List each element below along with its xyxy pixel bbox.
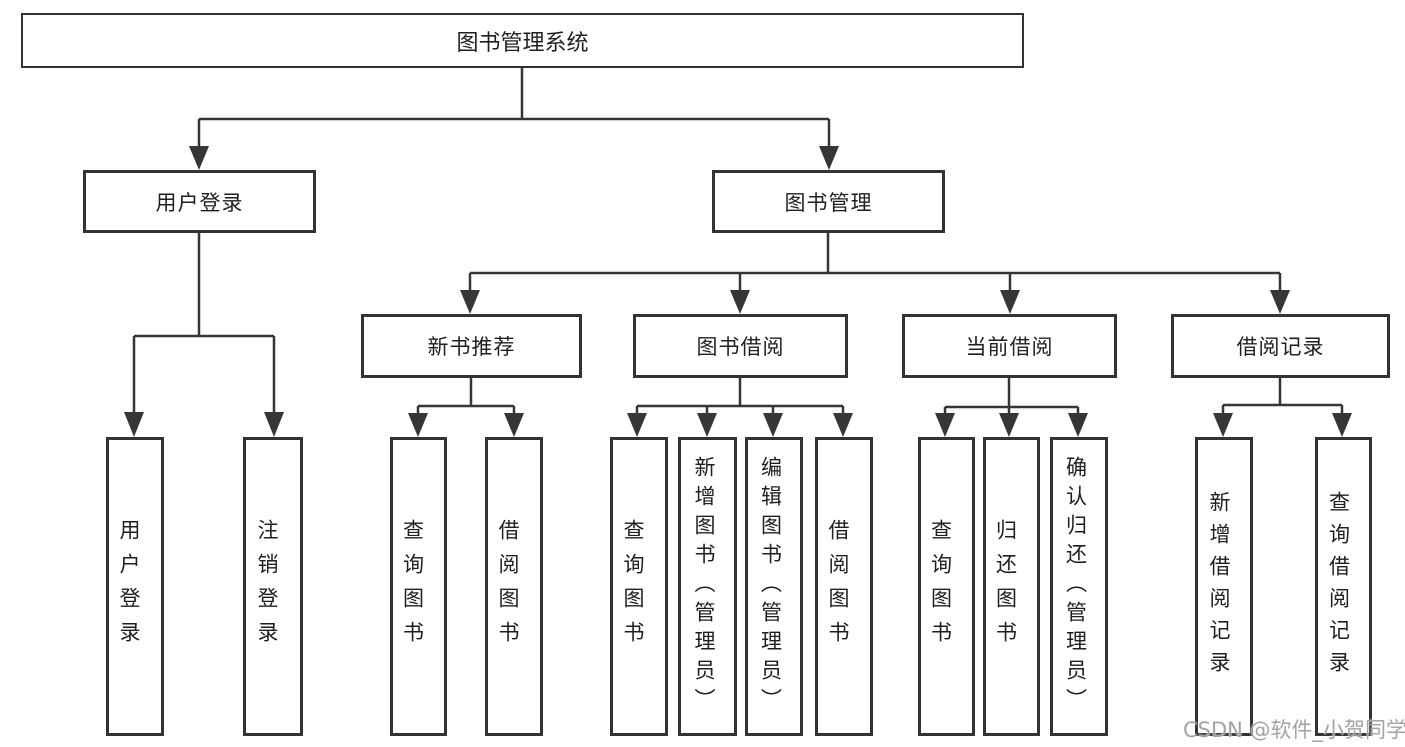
- node-label: 用户登录: [155, 190, 244, 215]
- node-label: 图书管理系统: [456, 30, 589, 56]
- node-label: 编辑图书（管理员）: [758, 456, 783, 717]
- node-label: 图书管理: [784, 190, 873, 215]
- node-borrow-records: 借阅记录: [1171, 314, 1390, 378]
- node-user-login: 用户登录: [83, 170, 316, 233]
- node-label: 查询图书: [928, 518, 953, 655]
- leaf-edit-books-admin: 编辑图书（管理员）: [745, 437, 803, 736]
- leaf-return-books: 归还图书: [983, 437, 1040, 736]
- node-book-management: 图书管理: [712, 170, 945, 233]
- arrowheads: [124, 146, 1352, 437]
- node-label: 当前借阅: [965, 335, 1054, 359]
- node-label: 查询图书: [621, 518, 645, 655]
- leaf-query-borrow-record: 查询借阅记录: [1315, 437, 1372, 736]
- node-label: 借阅图书: [826, 518, 850, 655]
- csdn-watermark: CSDN @软件_小贺同学: [1183, 718, 1405, 742]
- node-label: 用户登录: [117, 518, 141, 655]
- leaf-query-books-current: 查询图书: [918, 437, 975, 736]
- leaf-borrow-books: 借阅图书: [815, 437, 873, 736]
- leaf-add-borrow-record: 新增借阅记录: [1195, 437, 1253, 736]
- node-label: 图书借阅: [696, 335, 785, 359]
- node-label: 借阅图书: [496, 518, 520, 655]
- leaf-user-login: 用户登录: [106, 437, 164, 736]
- leaf-confirm-return-admin: 确认归还（管理员）: [1050, 437, 1108, 736]
- node-library-management-system: 图书管理系统: [21, 13, 1024, 68]
- leaf-query-books-recommend: 查询图书: [390, 437, 447, 736]
- node-label: 注销登录: [255, 518, 279, 655]
- node-new-book-recommend: 新书推荐: [361, 314, 582, 378]
- leaf-borrow-books-recommend: 借阅图书: [485, 437, 543, 736]
- node-label: 归还图书: [993, 518, 1018, 655]
- leaf-add-books-admin: 新增图书（管理员）: [678, 437, 737, 736]
- node-label: 新增图书（管理员）: [692, 456, 716, 717]
- leaf-logout: 注销登录: [243, 437, 303, 736]
- node-current-borrow: 当前借阅: [902, 314, 1117, 378]
- node-label: 查询借阅记录: [1326, 490, 1351, 683]
- node-label: 新增借阅记录: [1207, 490, 1231, 683]
- node-label: 确认归还（管理员）: [1063, 456, 1088, 717]
- node-book-borrow: 图书借阅: [633, 314, 848, 378]
- leaf-query-books-borrow: 查询图书: [610, 437, 668, 736]
- node-label: 借阅记录: [1236, 335, 1325, 359]
- node-label: 查询图书: [400, 518, 425, 655]
- node-label: 新书推荐: [427, 335, 516, 359]
